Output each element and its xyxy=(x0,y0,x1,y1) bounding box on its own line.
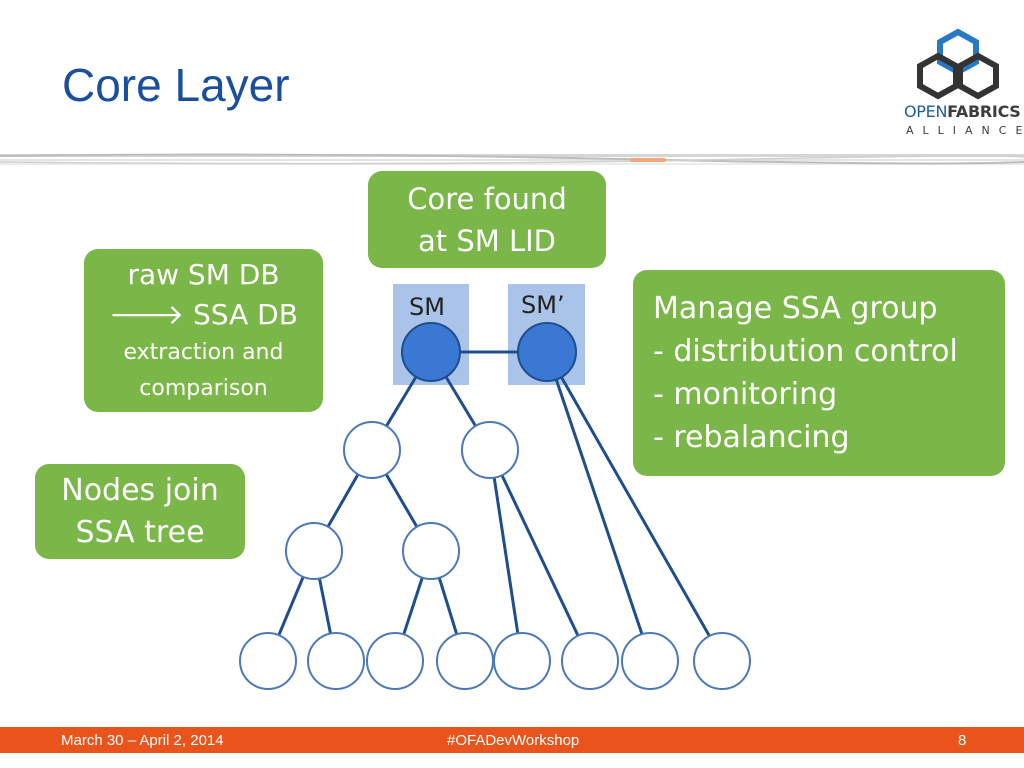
logo-fabrics-text: FABRICS xyxy=(947,102,1021,121)
sm-prime-label: SM’ xyxy=(521,291,565,319)
manage-line1: Manage SSA group xyxy=(653,291,938,326)
manage-line3: - monitoring xyxy=(653,377,838,412)
leaf-node xyxy=(307,632,365,690)
tree-node xyxy=(461,421,519,479)
nodes-join-line1: Nodes join xyxy=(61,472,219,508)
logo-wordmark: OPENFABRICS xyxy=(904,104,1021,120)
nodes-join-line2: SSA tree xyxy=(75,514,205,550)
manage-line2: - distribution control xyxy=(653,334,958,369)
openfabrics-logo: OPENFABRICS ALLIANCE xyxy=(896,28,1022,140)
footer-bar: March 30 – April 2, 2014 #OFADevWorkshop… xyxy=(0,727,1024,753)
leaf-node xyxy=(366,632,424,690)
tree-node xyxy=(343,421,401,479)
leaf-node xyxy=(621,632,679,690)
hexagon-logo-icon xyxy=(917,28,999,100)
manage-line4: - rebalancing xyxy=(653,420,850,455)
header-divider xyxy=(0,153,1024,165)
raw-sm-line1: raw SM DB xyxy=(127,257,280,291)
core-found-line2: at SM LID xyxy=(417,223,557,258)
manage-ssa-group-box: Manage SSA group - distribution control … xyxy=(633,270,1005,476)
core-found-line1: Core found xyxy=(407,181,567,216)
raw-sm-line3: extraction and xyxy=(123,339,284,365)
leaf-node xyxy=(693,632,751,690)
page-number: 8 xyxy=(958,732,967,749)
tree-edge xyxy=(488,449,592,662)
leaf-node xyxy=(239,632,297,690)
tree-node xyxy=(402,522,460,580)
footer-date: March 30 – April 2, 2014 xyxy=(61,732,224,749)
tree-node xyxy=(285,522,343,580)
sm-node xyxy=(401,322,461,382)
nodes-join-box: Nodes join SSA tree xyxy=(35,464,245,559)
leaf-node xyxy=(561,632,619,690)
leaf-node xyxy=(436,632,494,690)
logo-open-text: OPEN xyxy=(904,102,948,121)
tree-edge xyxy=(488,449,524,662)
footer-margin xyxy=(0,753,1024,768)
raw-sm-line4: comparison xyxy=(139,375,268,401)
raw-sm-db-box: raw SM DB 🡒 SSA DB extraction and compar… xyxy=(84,249,323,412)
sm-label: SM xyxy=(409,293,445,321)
leaf-node xyxy=(493,632,551,690)
logo-alliance-text: ALLIANCE xyxy=(906,124,1024,137)
raw-sm-line2: 🡒 SSA DB xyxy=(109,297,298,331)
footer-hashtag: #OFADevWorkshop xyxy=(447,732,580,749)
tree-edge xyxy=(545,351,652,659)
sm-prime-node xyxy=(517,322,577,382)
slide-title: Core Layer xyxy=(62,59,290,111)
tree-edge xyxy=(545,351,724,659)
core-found-box: Core found at SM LID xyxy=(368,171,606,268)
